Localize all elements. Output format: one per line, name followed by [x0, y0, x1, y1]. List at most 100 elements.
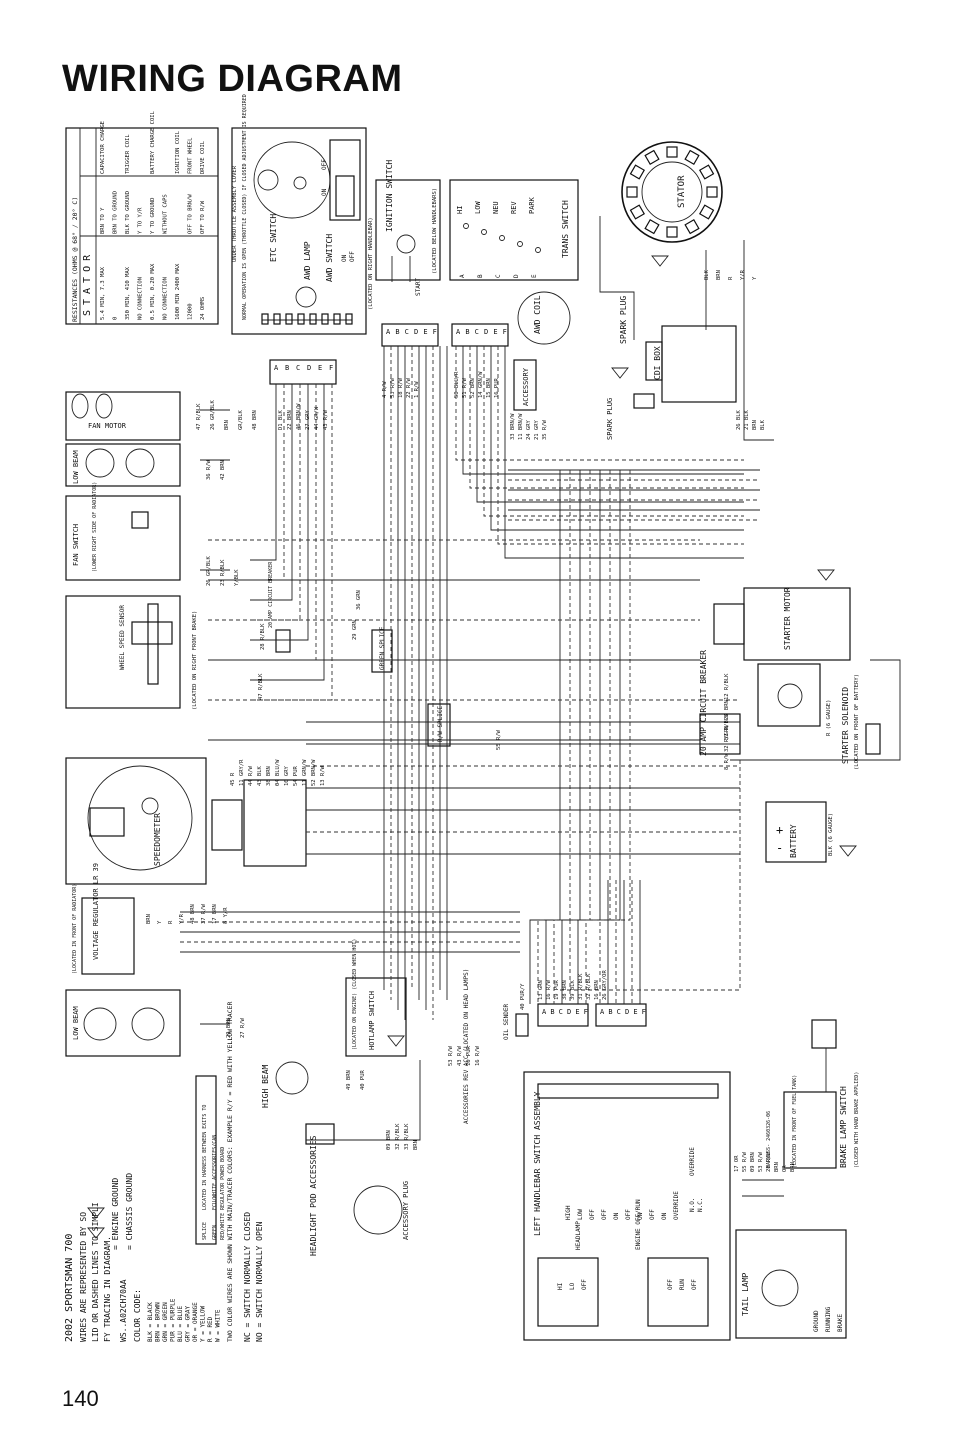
- wire-label: 54 PUR: [293, 765, 299, 786]
- wire-label: D1 BLK: [278, 409, 284, 430]
- starter-motor: STARTER MOTOR: [713, 587, 851, 661]
- circuit-breaker-20-upper: 20 AMP CIRCUIT BREAKER: [268, 561, 291, 653]
- etc-pin: [333, 313, 341, 325]
- starter-solenoid-label: STARTER SOLENOID: [841, 687, 850, 764]
- connector-letter: B: [395, 328, 399, 336]
- green-splice-label: GREEN SPLICE: [379, 626, 386, 670]
- wire: [545, 470, 581, 1004]
- start-label: START: [415, 278, 422, 296]
- fan-switch-location: (LOWER RIGHT SIDE OF RADIATOR): [92, 482, 98, 572]
- wire-label: BRN: [224, 420, 230, 430]
- speedometer-label: SPEEDOMETER: [153, 813, 162, 866]
- awd-on-label: ON: [341, 254, 348, 262]
- battery-minus: -: [776, 841, 783, 855]
- splice-heading: SPLICE: [202, 1222, 208, 1240]
- wire-label: 29 GRN: [352, 620, 358, 640]
- resistance-component: BATTERY CHARGE COIL: [150, 110, 156, 174]
- wire-label: 40 PUR/Y: [520, 983, 526, 1010]
- connector-letter: C: [559, 1008, 563, 1016]
- trans-contact: [535, 247, 541, 253]
- wire-label: 15 BRN: [486, 378, 492, 398]
- tail-lamp-wire-label: RUNNING: [825, 1306, 832, 1332]
- resistance-leads: BRN TO Y: [100, 207, 106, 234]
- wire-label: 46 BRN/W: [296, 403, 302, 430]
- front-brake-location: (LOCATED ON RIGHT FRONT BRAKE): [192, 611, 198, 710]
- gauge-r-label: R (6 GAUGE): [826, 700, 832, 736]
- wire-label: 32 R/GRN: [724, 726, 730, 753]
- wire-label: 38 BRN: [266, 766, 272, 786]
- color-code: GRY = GRAY: [185, 1305, 192, 1342]
- wire-label: 26 GR/BLK: [210, 400, 216, 430]
- wire-label: 55 R/W: [742, 1151, 748, 1172]
- ground-symbol: [87, 1227, 105, 1239]
- green-splice: GREEN SPLICE: [371, 626, 393, 673]
- awd-lamp-label: AWD LAMP: [303, 241, 312, 280]
- color-code: GRN = GREEN: [162, 1302, 169, 1342]
- etc-off-label: OFF: [321, 159, 328, 170]
- awd-coil: AWD COIL: [517, 291, 571, 345]
- wire-label: 16 R/W: [546, 979, 552, 1000]
- override-label: OVERRIDE: [689, 1147, 696, 1176]
- resistance-table-heading: RESISTANCES (OHMS @ 68° / 20° C): [71, 197, 79, 322]
- resistance-value: 5.4 MIN, 7.3 MAX: [100, 266, 106, 320]
- wire-label: 39 BLK: [570, 979, 576, 1000]
- wire: [306, 1060, 421, 1141]
- high-beam-label: HIGH BEAM: [261, 1064, 270, 1108]
- color-code: BLU = BLUE: [177, 1305, 184, 1342]
- override-box-label: LO: [569, 1282, 576, 1290]
- wire-label: 16 R/W: [475, 1045, 481, 1066]
- stator-coil: [698, 164, 715, 180]
- resistance-leads: BLK TO GROUND: [125, 191, 131, 234]
- throttle-cover-label: UNDER THROTTLE ASSEMBLY COVER: [232, 165, 238, 262]
- resistance-value: 1600 MIN 2400 MAX: [175, 263, 181, 320]
- override-box-label: OFF: [581, 1279, 588, 1290]
- color-code: BRN = BROWN: [155, 1302, 162, 1342]
- ground-symbol: [839, 845, 857, 857]
- circuit-breaker-20-label: 20 AMP CIRCUIT BREAKER: [699, 650, 708, 756]
- left-switch-value: ON: [661, 1212, 668, 1220]
- wire-label: 33 R/BLK: [404, 1123, 410, 1150]
- connector-letter: D: [307, 364, 311, 372]
- accessories-rev-label: ACCESSORIES REV ACC (LOCATED ON HEAD LAM…: [463, 969, 470, 1124]
- circuit-breaker-20-upper-label: 20 AMP CIRCUIT BREAKER: [268, 561, 274, 628]
- stator-coil: [626, 186, 638, 198]
- wire-label: 22 R/W: [406, 377, 412, 398]
- splice-name: RED/WHITE: [220, 1213, 226, 1240]
- wire-label: 52 BRN: [470, 378, 476, 398]
- accessory-box: ACCESSORY: [513, 359, 537, 411]
- wire-label: 13 GRN: [538, 980, 544, 1000]
- accessory-label: ACCESSORY: [522, 367, 530, 406]
- wire: [250, 384, 277, 561]
- color-code: Y = YELLOW: [200, 1305, 207, 1342]
- connector-letter: F: [433, 328, 437, 336]
- wire-label: 55 R/W: [496, 729, 502, 750]
- wire-label: BRN: [752, 420, 758, 430]
- splice-location: REGULATOR POWER BOARD: [220, 1147, 226, 1210]
- awd-coil-label: AWD COIL: [533, 295, 542, 334]
- nc-note: NC = SWITCH NORMALLY CLOSED: [243, 1212, 252, 1342]
- ground-symbol: [611, 367, 629, 379]
- resistance-component: IGNITION COIL: [175, 130, 181, 174]
- ground-symbols: [87, 255, 857, 1239]
- no-note: NO = SWITCH NORMALLY OPEN: [255, 1221, 264, 1342]
- trans-position-label: LOW: [474, 201, 482, 214]
- connector-letter: C: [475, 328, 479, 336]
- wire-label: R: [168, 920, 174, 924]
- voltage-regulator-label: VOLTAGE REGULATOR LR 39: [92, 863, 100, 960]
- wire: [462, 346, 744, 475]
- wire-label: 19 PUR: [554, 979, 560, 1000]
- wire-label: 32 R/BLK: [724, 713, 730, 740]
- trans-pin-letter: C: [495, 274, 502, 278]
- wire-label: 43 R/W: [457, 1045, 463, 1066]
- rw-splice-label: R/W SPLICE: [437, 705, 444, 742]
- wire-label: Y: [752, 276, 758, 280]
- tail-lamp-wire-label: GROUND: [813, 1310, 820, 1332]
- splice-location: ECU/WHITE ACCESSORIES/CAN: [212, 1135, 218, 1210]
- fan-switch-label: FAN SWITCH: [72, 524, 80, 566]
- wire: [553, 470, 591, 1004]
- connector-letter: B: [608, 1008, 612, 1016]
- connector-letter: C: [405, 328, 409, 336]
- trans-position-label: HI: [456, 206, 464, 214]
